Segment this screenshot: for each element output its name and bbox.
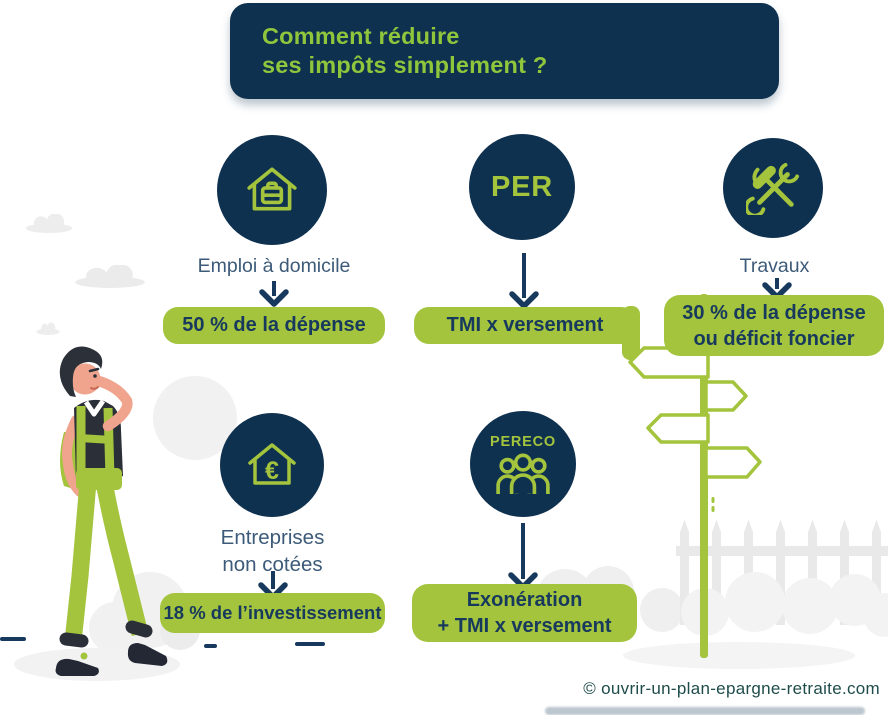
thinking-character [55, 346, 168, 676]
pill-text: 18 % de l’investissement [163, 602, 382, 623]
page-title-line2: ses impôts simplement ? [262, 52, 548, 78]
pill-text: TMI x versement [446, 314, 604, 336]
entreprises-pill: 18 % de l’investissement [160, 593, 385, 633]
down-arrow [508, 523, 538, 590]
down-arrow [259, 281, 289, 307]
pereco-label: PERECO [489, 434, 557, 450]
shoe [127, 643, 168, 666]
emploi-domicile-label: Emploi à domicile [197, 255, 351, 277]
ground-line [204, 644, 217, 648]
entreprises-circle: € [220, 413, 324, 517]
emploi-domicile-pill: 50 % de la dépense [163, 307, 385, 344]
entreprises-label-line2: non cotées [222, 553, 323, 576]
bush [782, 578, 838, 634]
travaux-pill: 30 % de la dépense ou déficit foncier [664, 295, 884, 356]
down-arrow [509, 253, 539, 309]
per-pill: TMI x versement [414, 307, 636, 344]
page-title-line1: Comment réduire [262, 23, 460, 49]
sign-arrow-right [704, 446, 762, 479]
cloud-small-2 [36, 322, 60, 335]
per-label: PER [490, 170, 554, 203]
shoe [55, 658, 99, 676]
cloud-large [75, 265, 145, 288]
entreprises-label-line1: Entreprises [220, 526, 325, 549]
per-circle: PER [469, 134, 575, 240]
emploi-domicile-circle [217, 135, 327, 245]
house-euro-icon: € [248, 443, 296, 485]
bottom-ground-shadow [545, 707, 865, 715]
sign-arrow-left [646, 413, 710, 444]
people-group-icon [496, 453, 550, 494]
ground-line [0, 637, 26, 641]
entreprises-label: Entreprises non cotées [160, 524, 385, 578]
pill-text: 50 % de la dépense [182, 314, 366, 336]
bush [725, 572, 785, 632]
pill-text-line1: 30 % de la dépense [682, 301, 866, 324]
house-briefcase-icon [247, 167, 297, 211]
signpost-ground-shadow [623, 642, 855, 669]
pereco-circle: PERECO [470, 411, 576, 517]
travaux-circle [723, 138, 823, 238]
ground-line [295, 642, 325, 646]
pill-text-line2: + TMI x versement [437, 615, 612, 637]
pill-text-line2: ou déficit foncier [693, 327, 855, 350]
travaux-label: Travaux [739, 255, 810, 277]
site-credit: © ouvrir-un-plan-epargne-retraite.com [583, 679, 880, 698]
sign-arrow-right [704, 380, 748, 412]
cloud-small-1 [25, 214, 73, 233]
pereco-pill: Exonération + TMI x versement [412, 584, 637, 642]
hair [59, 346, 103, 397]
bush [640, 588, 684, 632]
hammer-wrench-icon [746, 162, 800, 215]
euro-symbol: € [265, 457, 279, 485]
header-banner: Comment réduire ses impôts simplement ? [230, 3, 779, 99]
pill-text-line1: Exonération [466, 589, 583, 611]
